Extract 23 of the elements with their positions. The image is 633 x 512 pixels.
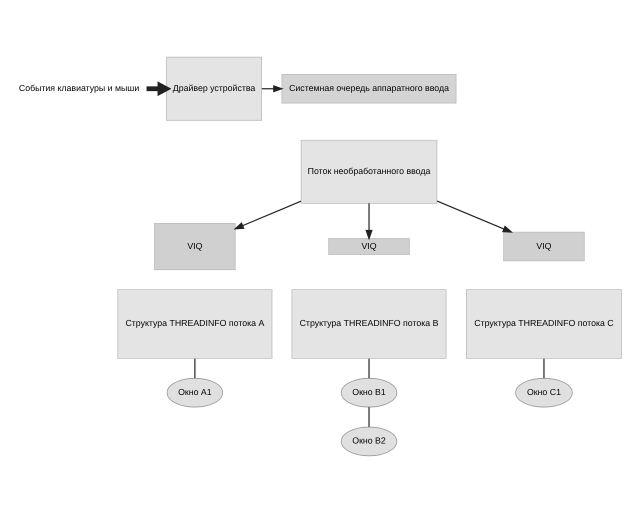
arrow <box>436 200 514 232</box>
node-box: VIQ <box>328 238 410 254</box>
arrow <box>262 84 284 92</box>
node-box: VIQ <box>503 231 585 261</box>
node-ellipse: Окно A1 <box>166 377 224 407</box>
arrow <box>234 200 302 229</box>
node-ellipse: Окно B1 <box>340 377 398 407</box>
node-ellipse: Окно B2 <box>340 426 398 456</box>
node-ellipse: Окно C1 <box>515 377 573 407</box>
node-box: Поток необработанного ввода <box>300 139 438 204</box>
connector <box>368 358 370 378</box>
connector <box>194 358 196 378</box>
node-text: События клавиатуры и мыши <box>18 82 140 92</box>
node-box: Структура THREADINFO потока B <box>292 288 446 358</box>
connector <box>543 358 545 378</box>
node-box: Структура THREADINFO потока A <box>117 288 272 358</box>
node-box: Структура THREADINFO потока C <box>466 288 622 358</box>
arrow <box>365 202 373 240</box>
node-box: Системная очередь аппаратного ввода <box>282 73 456 104</box>
connector <box>368 406 370 426</box>
node-box: Драйвер устройства <box>166 56 262 120</box>
node-box: VIQ <box>154 222 236 270</box>
arrow <box>146 80 172 96</box>
